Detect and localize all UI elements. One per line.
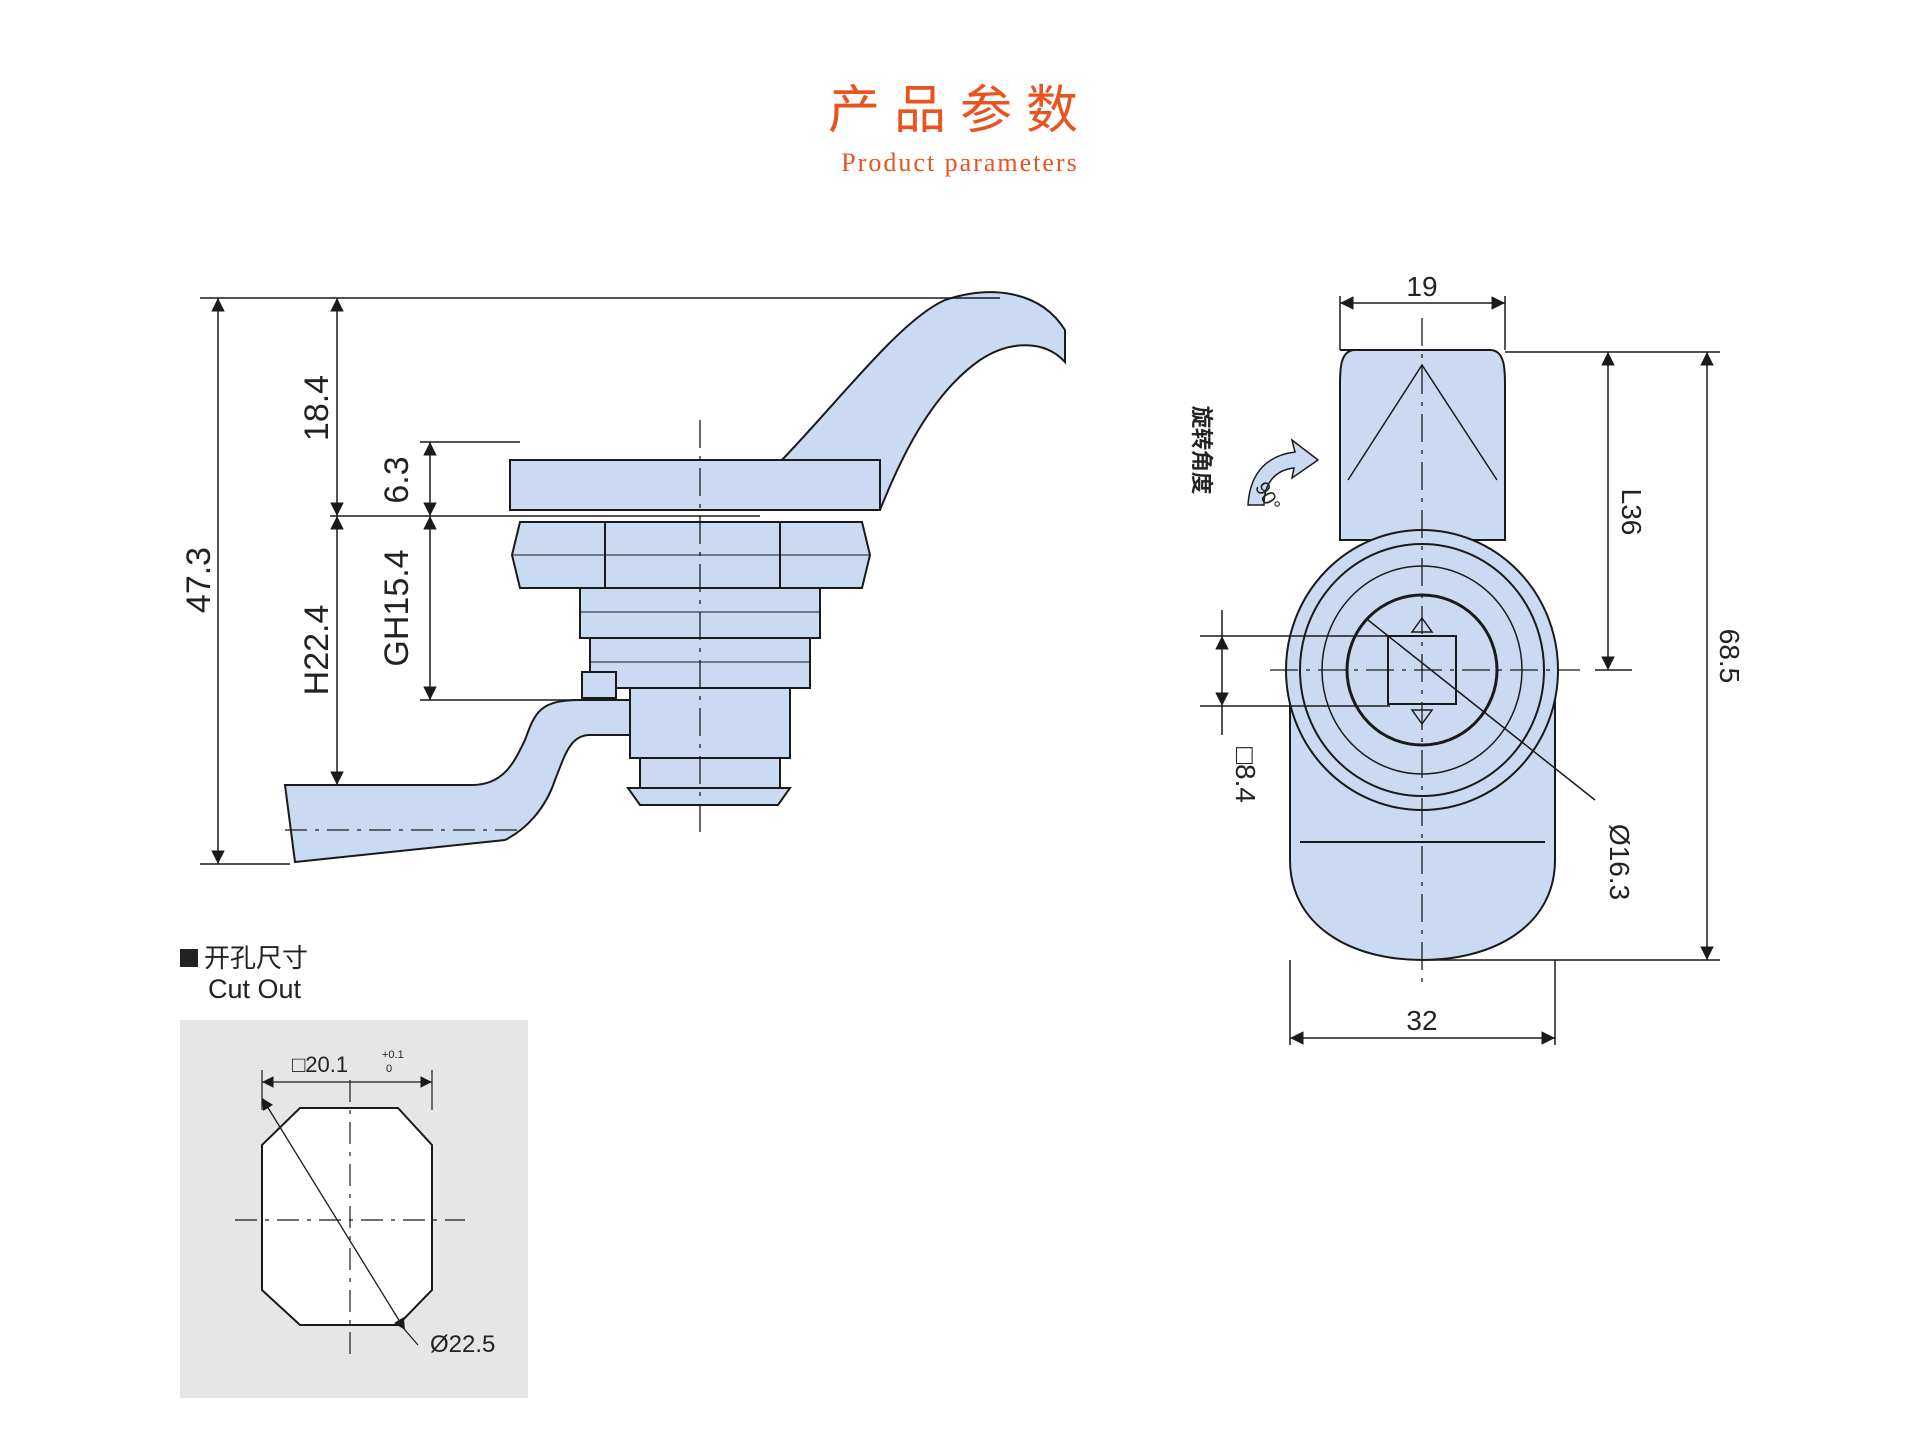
dim-body-height: H22.4 bbox=[298, 605, 336, 696]
square-bullet-icon bbox=[180, 949, 198, 967]
side-flange bbox=[509, 459, 881, 511]
dim-flange-thickness: 6.3 bbox=[378, 456, 416, 503]
dim-handle-height: 18.4 bbox=[298, 375, 336, 441]
rotation-arrow-icon bbox=[1247, 438, 1320, 506]
dim-cutout-tol-lower: 0 bbox=[386, 1063, 392, 1075]
dim-cutout-square: □20.1 bbox=[292, 1052, 348, 1077]
dim-total-length: 68.5 bbox=[1714, 629, 1745, 684]
cutout-panel: □20.1 +0.1 0 Ø22.5 bbox=[180, 1020, 528, 1398]
cutout-subtitle: Cut Out bbox=[208, 974, 302, 1004]
rotation-label: 旋转角度 bbox=[1189, 406, 1214, 495]
dim-cutout-tol-upper: +0.1 bbox=[382, 1049, 404, 1061]
svg-text:□20.1: □20.1 bbox=[292, 1052, 348, 1077]
dim-lock-length: L36 bbox=[1616, 489, 1647, 536]
page-title: 产品参数 bbox=[827, 81, 1092, 141]
dim-body-width: 32 bbox=[1406, 1005, 1437, 1036]
page-subtitle: Product parameters bbox=[841, 148, 1079, 177]
front-view-labels: 19 L36 68.5 □8.4 Ø16.3 32 旋转角度 90° bbox=[1189, 271, 1745, 1036]
side-cam-bar bbox=[283, 699, 631, 864]
dim-grip-thread: GH15.4 bbox=[378, 549, 416, 666]
side-view bbox=[283, 291, 1066, 864]
side-view-dimensions bbox=[200, 297, 1000, 865]
side-handle bbox=[514, 291, 1066, 511]
side-view-labels: 47.3 18.4 6.3 GH15.4 H22.4 bbox=[180, 375, 416, 695]
dim-handle-width: 19 bbox=[1406, 271, 1437, 302]
dim-cutout-diameter: Ø22.5 bbox=[430, 1331, 495, 1358]
dim-square-drive: □8.4 bbox=[1230, 747, 1261, 803]
front-view bbox=[1270, 318, 1596, 985]
dim-total-height: 47.3 bbox=[180, 547, 218, 613]
cutout-title: 开孔尺寸 bbox=[180, 938, 308, 975]
dim-bolt-diameter: Ø16.3 bbox=[1604, 824, 1635, 900]
front-view-dimensions bbox=[1200, 296, 1720, 1045]
